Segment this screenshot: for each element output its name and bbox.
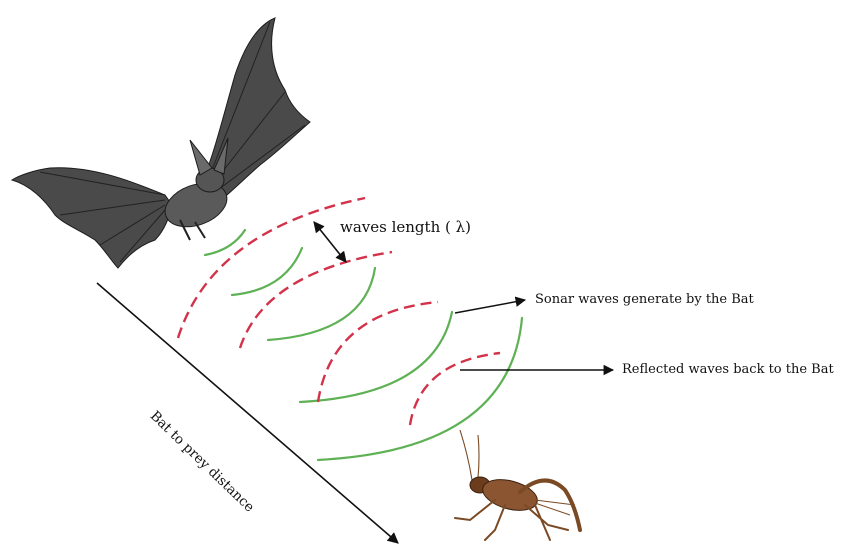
sonar-wave-2 bbox=[232, 248, 302, 295]
reflected-wave-2 bbox=[240, 252, 392, 348]
sonar-waves-label: Sonar waves generate by the Bat bbox=[535, 292, 754, 307]
sonar-waves bbox=[205, 230, 522, 460]
bat-picture bbox=[12, 18, 310, 268]
reflected-wave-3 bbox=[318, 302, 438, 402]
sonar-arrow bbox=[455, 300, 525, 313]
sonar-wave-4 bbox=[300, 312, 452, 402]
bat-left-ear bbox=[190, 140, 212, 175]
cricket-picture bbox=[455, 430, 580, 540]
cricket-cerci bbox=[535, 500, 575, 515]
bat-left-wing bbox=[12, 168, 172, 268]
reflected-waves-label: Reflected waves back to the Bat bbox=[622, 362, 834, 377]
cricket-antenna bbox=[460, 430, 479, 480]
wavelength-label: waves length ( λ) bbox=[340, 218, 471, 236]
